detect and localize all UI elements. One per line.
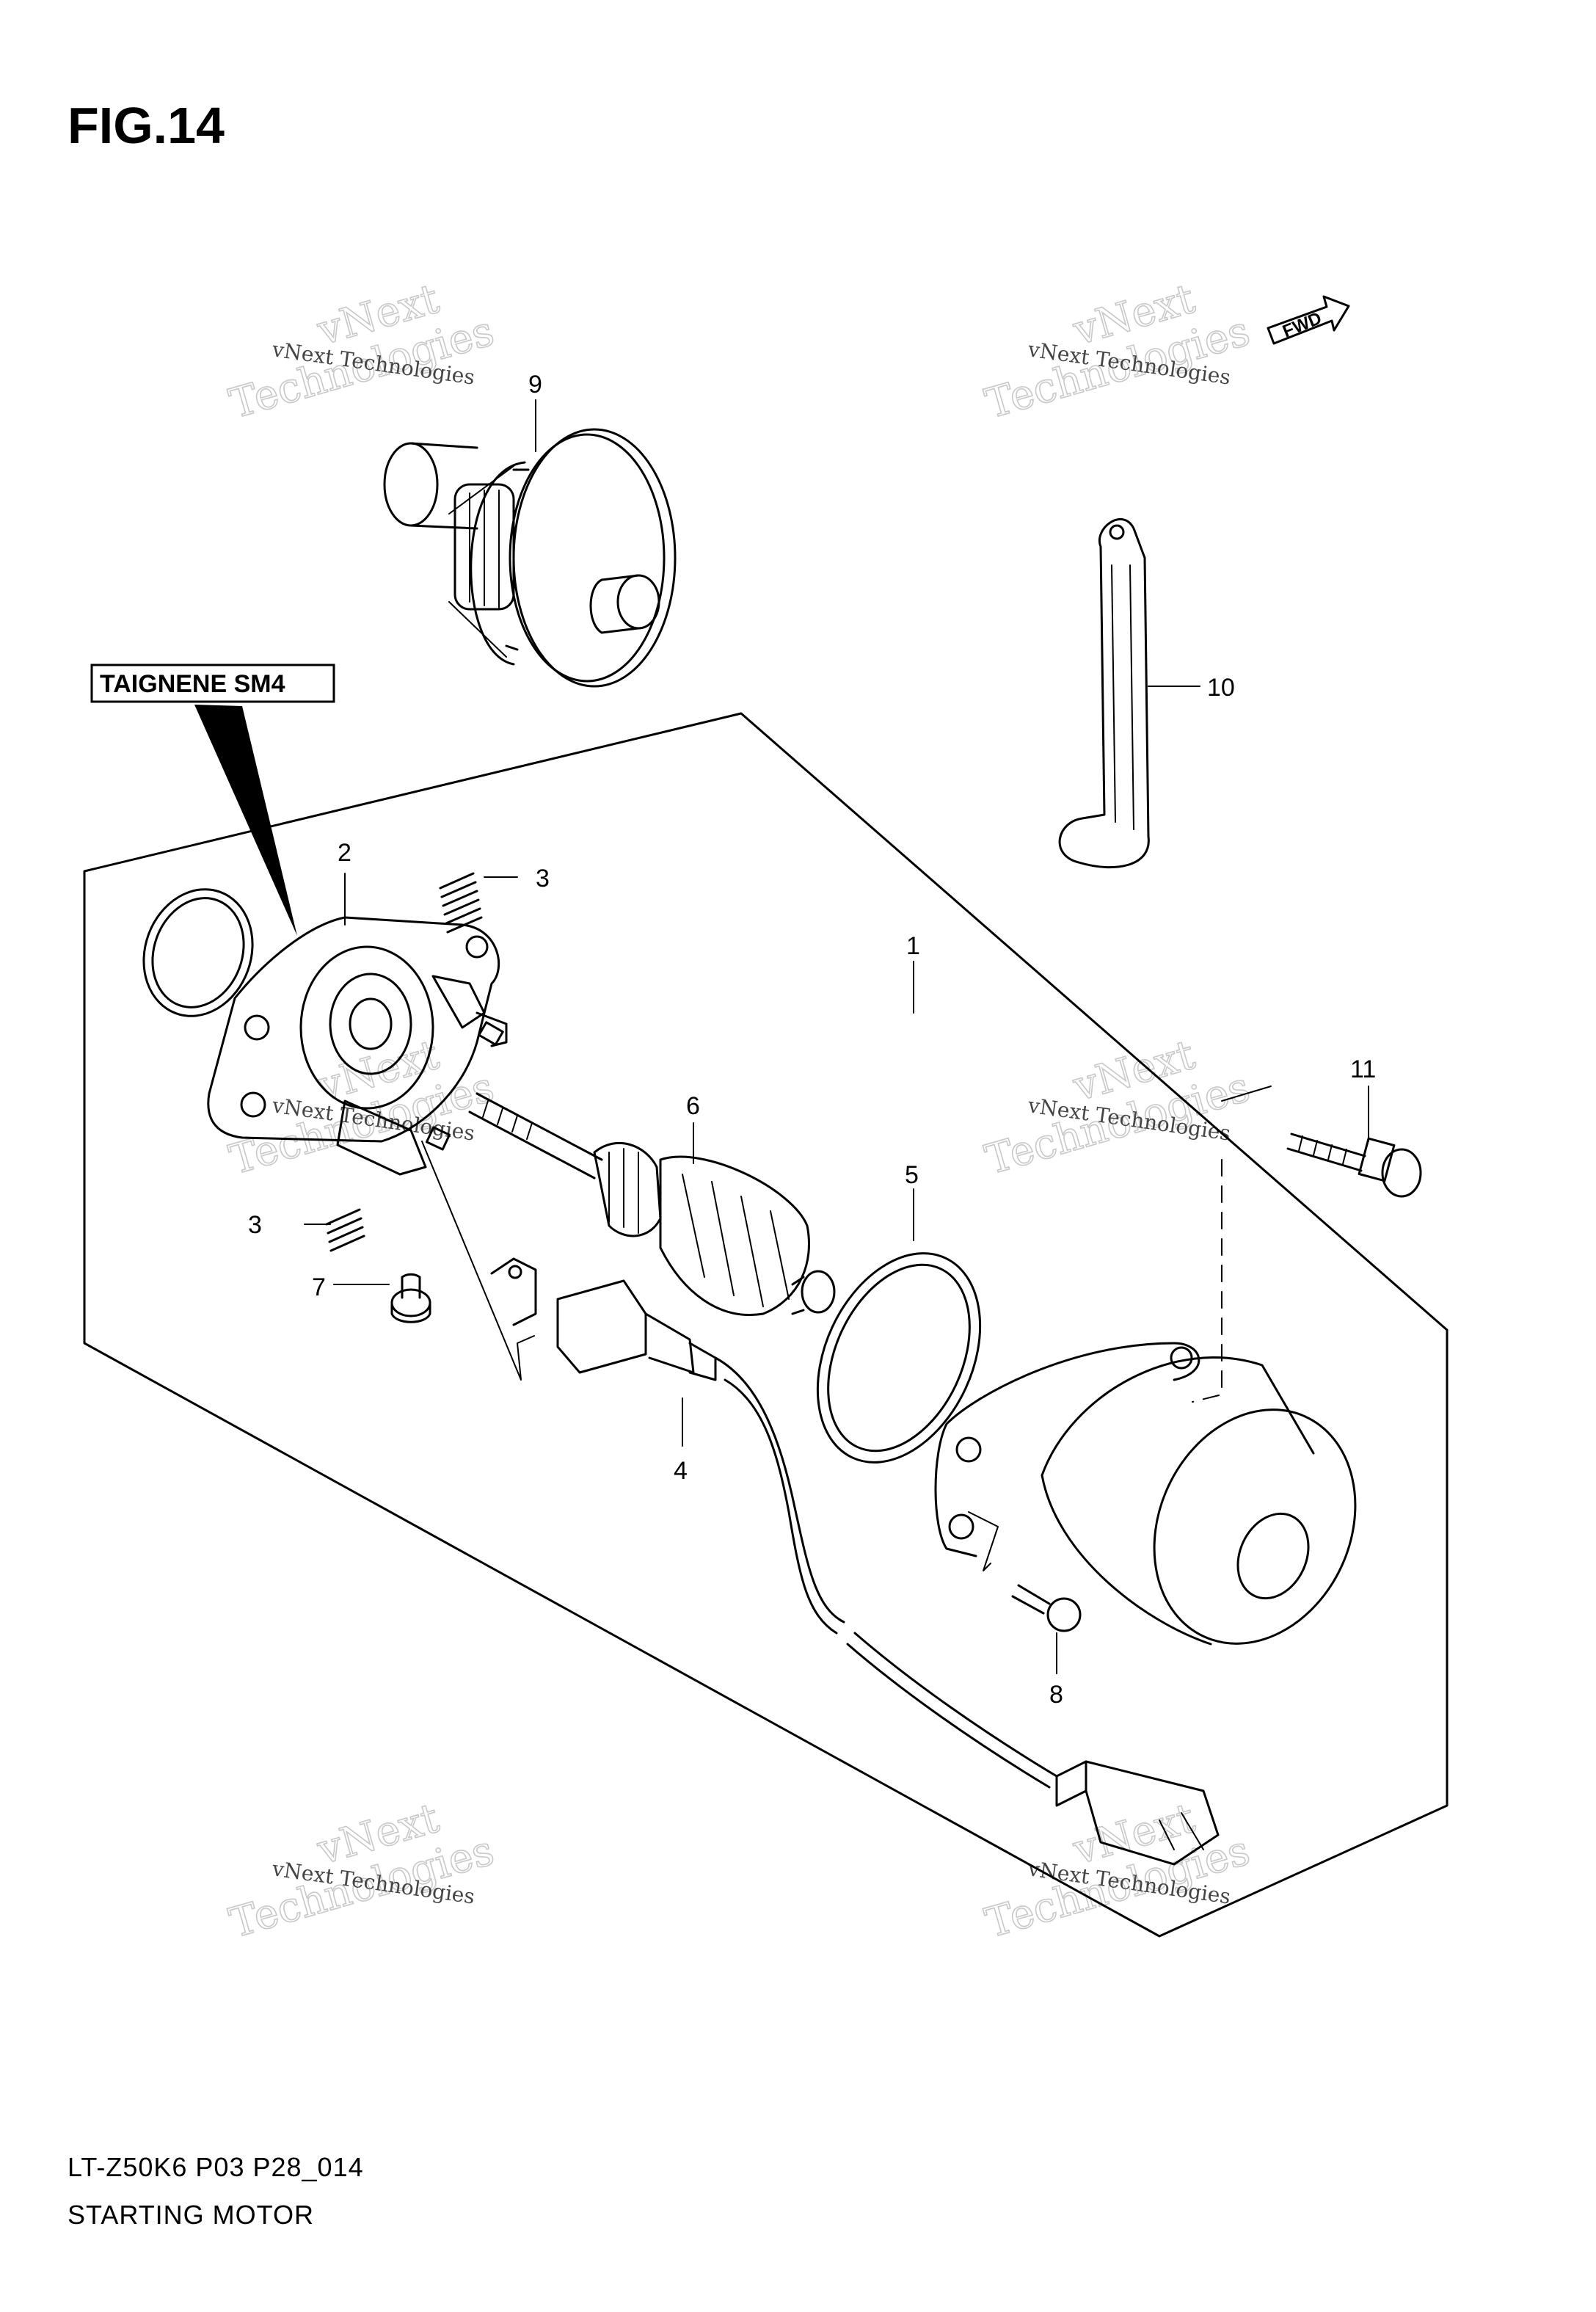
callout-3-lower: 3 [248,1211,262,1239]
fwd-direction-badge: FWD [1267,295,1350,345]
brush-holder-cover [207,916,508,1176]
grease-note: TAIGNENE SM4 [90,664,335,936]
screw-part-7 [390,1273,431,1323]
watermark-bottom-left: Technologies vNext vNext Technologies [224,1794,500,1948]
callout-1: 1 [906,932,920,960]
bolt-part-11 [1286,1133,1422,1198]
watermarks: Technologies vNext vNext Technologies Te… [224,275,1256,1948]
watermark-top-right: Technologies vNext vNext Technologies [980,275,1256,429]
starter-drive-gear [383,428,677,688]
figure-name: STARTING MOTOR [68,2200,314,2230]
callout-8: 8 [1049,1681,1063,1709]
screw-part-8 [1011,1584,1082,1632]
o-ring-right [816,1252,982,1464]
guide-lines [421,1086,1272,1571]
leader-lines [304,399,1369,1674]
mounting-bracket [1058,518,1150,868]
armature [468,1092,836,1316]
watermark-bottom-right: Technologies vNext vNext Technologies [980,1794,1256,1948]
model-code: LT-Z50K6 P03 P28_014 [68,2152,364,2182]
callout-11: 11 [1350,1055,1376,1083]
brush-spring-upper [439,872,483,934]
callout-7: 7 [312,1273,326,1301]
watermark-mid-right: Technologies vNext vNext Technologies [980,1030,1256,1185]
figure-title: FIG.14 [68,97,225,154]
callout-10: 10 [1207,674,1235,702]
note-box [90,664,335,703]
callout-5: 5 [905,1161,919,1189]
note-label: TAIGNENE SM4 [100,670,285,698]
fwd-label: FWD [1280,308,1324,342]
callout-6: 6 [686,1092,700,1120]
brush-spring-lower [325,1208,365,1252]
o-ring-left [142,888,254,1017]
note-pointer-arrow [194,705,297,936]
callout-labels: 1 2 3 3 4 5 6 7 8 9 10 11 [248,371,1376,1709]
callout-9: 9 [528,371,542,399]
starter-motor-housing [934,1342,1357,1646]
assembly-group-outline [83,712,1449,1938]
callout-2: 2 [338,839,351,867]
callout-3-upper: 3 [536,865,550,893]
terminal-lead-wire [490,1257,1220,1866]
callout-4: 4 [674,1457,688,1485]
watermark-top-left: Technologies vNext vNext Technologies [224,275,500,429]
